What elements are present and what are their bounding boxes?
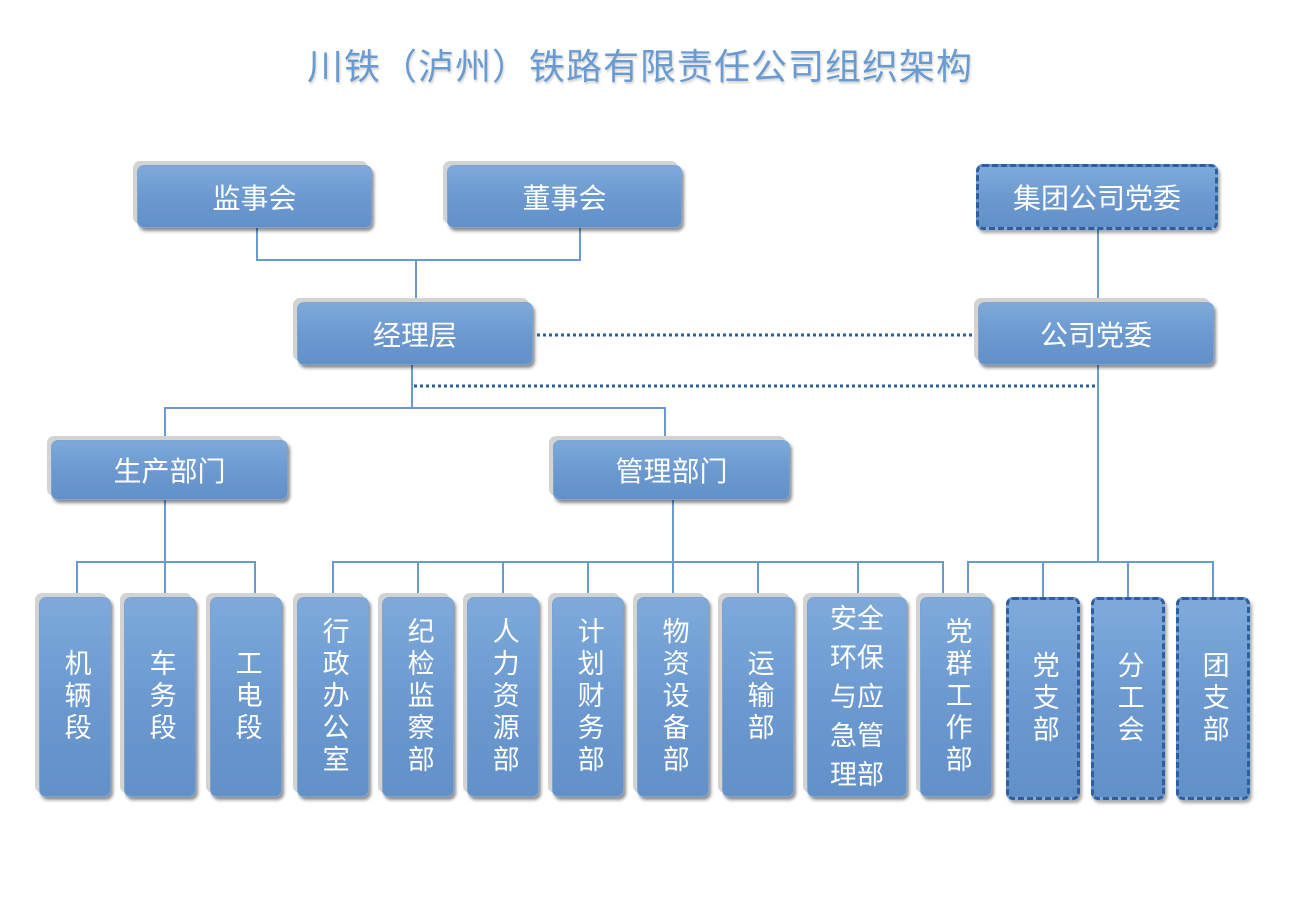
unit-box-materials-equipment: 物资设备部: [637, 597, 709, 797]
unit-box-track-electric-depot: 工电段: [210, 597, 282, 797]
unit-box-party-mass-work: 党群工作部: [920, 597, 992, 797]
management-department-box: 管理部门: [553, 440, 790, 500]
unit-box-party-branch: 党支部: [1006, 597, 1080, 800]
unit-box-safety-environment-emergency: 安全环保与应急管理部: [807, 597, 907, 797]
management-box: 经理层: [297, 302, 533, 365]
unit-box-planning-finance: 计划财务部: [552, 597, 624, 797]
page-title: 川铁（泸州）铁路有限责任公司组织架构: [306, 47, 973, 88]
unit-box-traffic-depot: 车务段: [124, 597, 196, 797]
production-department-box: 生产部门: [51, 440, 288, 500]
unit-box-discipline-inspection: 纪检监察部: [382, 597, 454, 797]
unit-box-trade-union-branch: 分工会: [1091, 597, 1165, 800]
unit-box-transport: 运输部: [722, 597, 794, 797]
group-party-committee-box: 集团公司党委: [976, 164, 1218, 230]
company-party-committee-box: 公司党委: [978, 302, 1214, 365]
unit-box-locomotive-depot: 机辆段: [39, 597, 111, 797]
unit-box-admin-office: 行政办公室: [297, 597, 369, 797]
unit-box-youth-league-branch: 团支部: [1176, 597, 1250, 800]
unit-box-human-resources: 人力资源部: [467, 597, 539, 797]
board-of-directors-box: 董事会: [447, 165, 682, 228]
unit-label-safety: 安全环保与应急管理部: [830, 603, 884, 791]
supervisory-board-box: 监事会: [137, 165, 372, 228]
